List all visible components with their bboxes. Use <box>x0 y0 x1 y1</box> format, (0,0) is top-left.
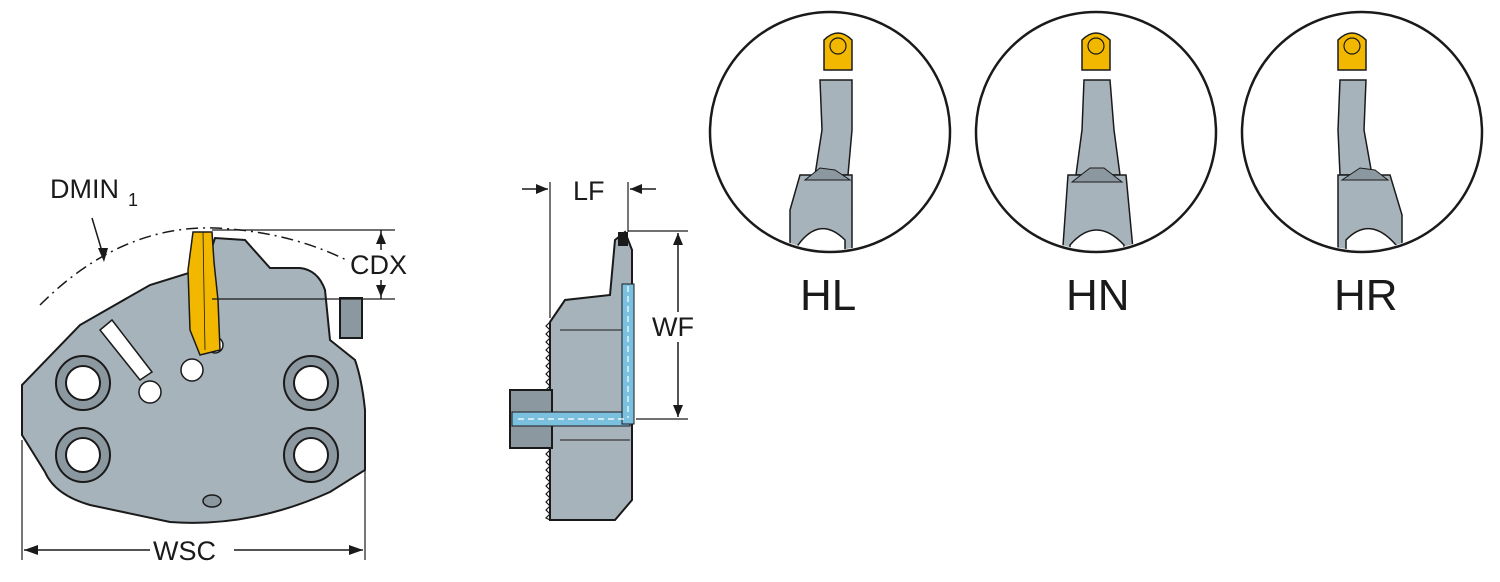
bolt-holes <box>55 355 339 483</box>
variant-hl: HL <box>708 10 952 320</box>
variant-hr: HR <box>1240 10 1484 320</box>
variant-hn: HN <box>974 10 1218 320</box>
tool-body-side <box>549 230 633 521</box>
small-hole <box>138 380 162 404</box>
pin-hole <box>202 494 222 508</box>
bolt-hole <box>293 365 329 401</box>
coolant-port <box>339 297 363 339</box>
front-view: DMIN 1 CDX WSC <box>21 174 419 566</box>
side-insert <box>618 232 628 246</box>
bolt-hole <box>293 437 329 473</box>
variant-hn-label: HN <box>1066 271 1130 320</box>
dmin-label: DMIN <box>50 174 119 204</box>
wsc-label: WSC <box>153 536 216 566</box>
slot <box>98 318 154 382</box>
bolt-hole <box>65 365 101 401</box>
cdx-label: CDX <box>350 250 407 280</box>
variant-hr-label: HR <box>1334 271 1398 320</box>
small-hole <box>180 358 204 382</box>
dmin-subscript: 1 <box>128 190 138 210</box>
bolt-hole <box>65 437 101 473</box>
coolant-channel <box>621 283 635 425</box>
side-view: LF WF <box>509 176 706 521</box>
lf-label: LF <box>573 176 605 206</box>
wf-label: WF <box>652 312 694 342</box>
variant-hl-label: HL <box>800 271 856 320</box>
dmin-arc <box>39 227 366 306</box>
